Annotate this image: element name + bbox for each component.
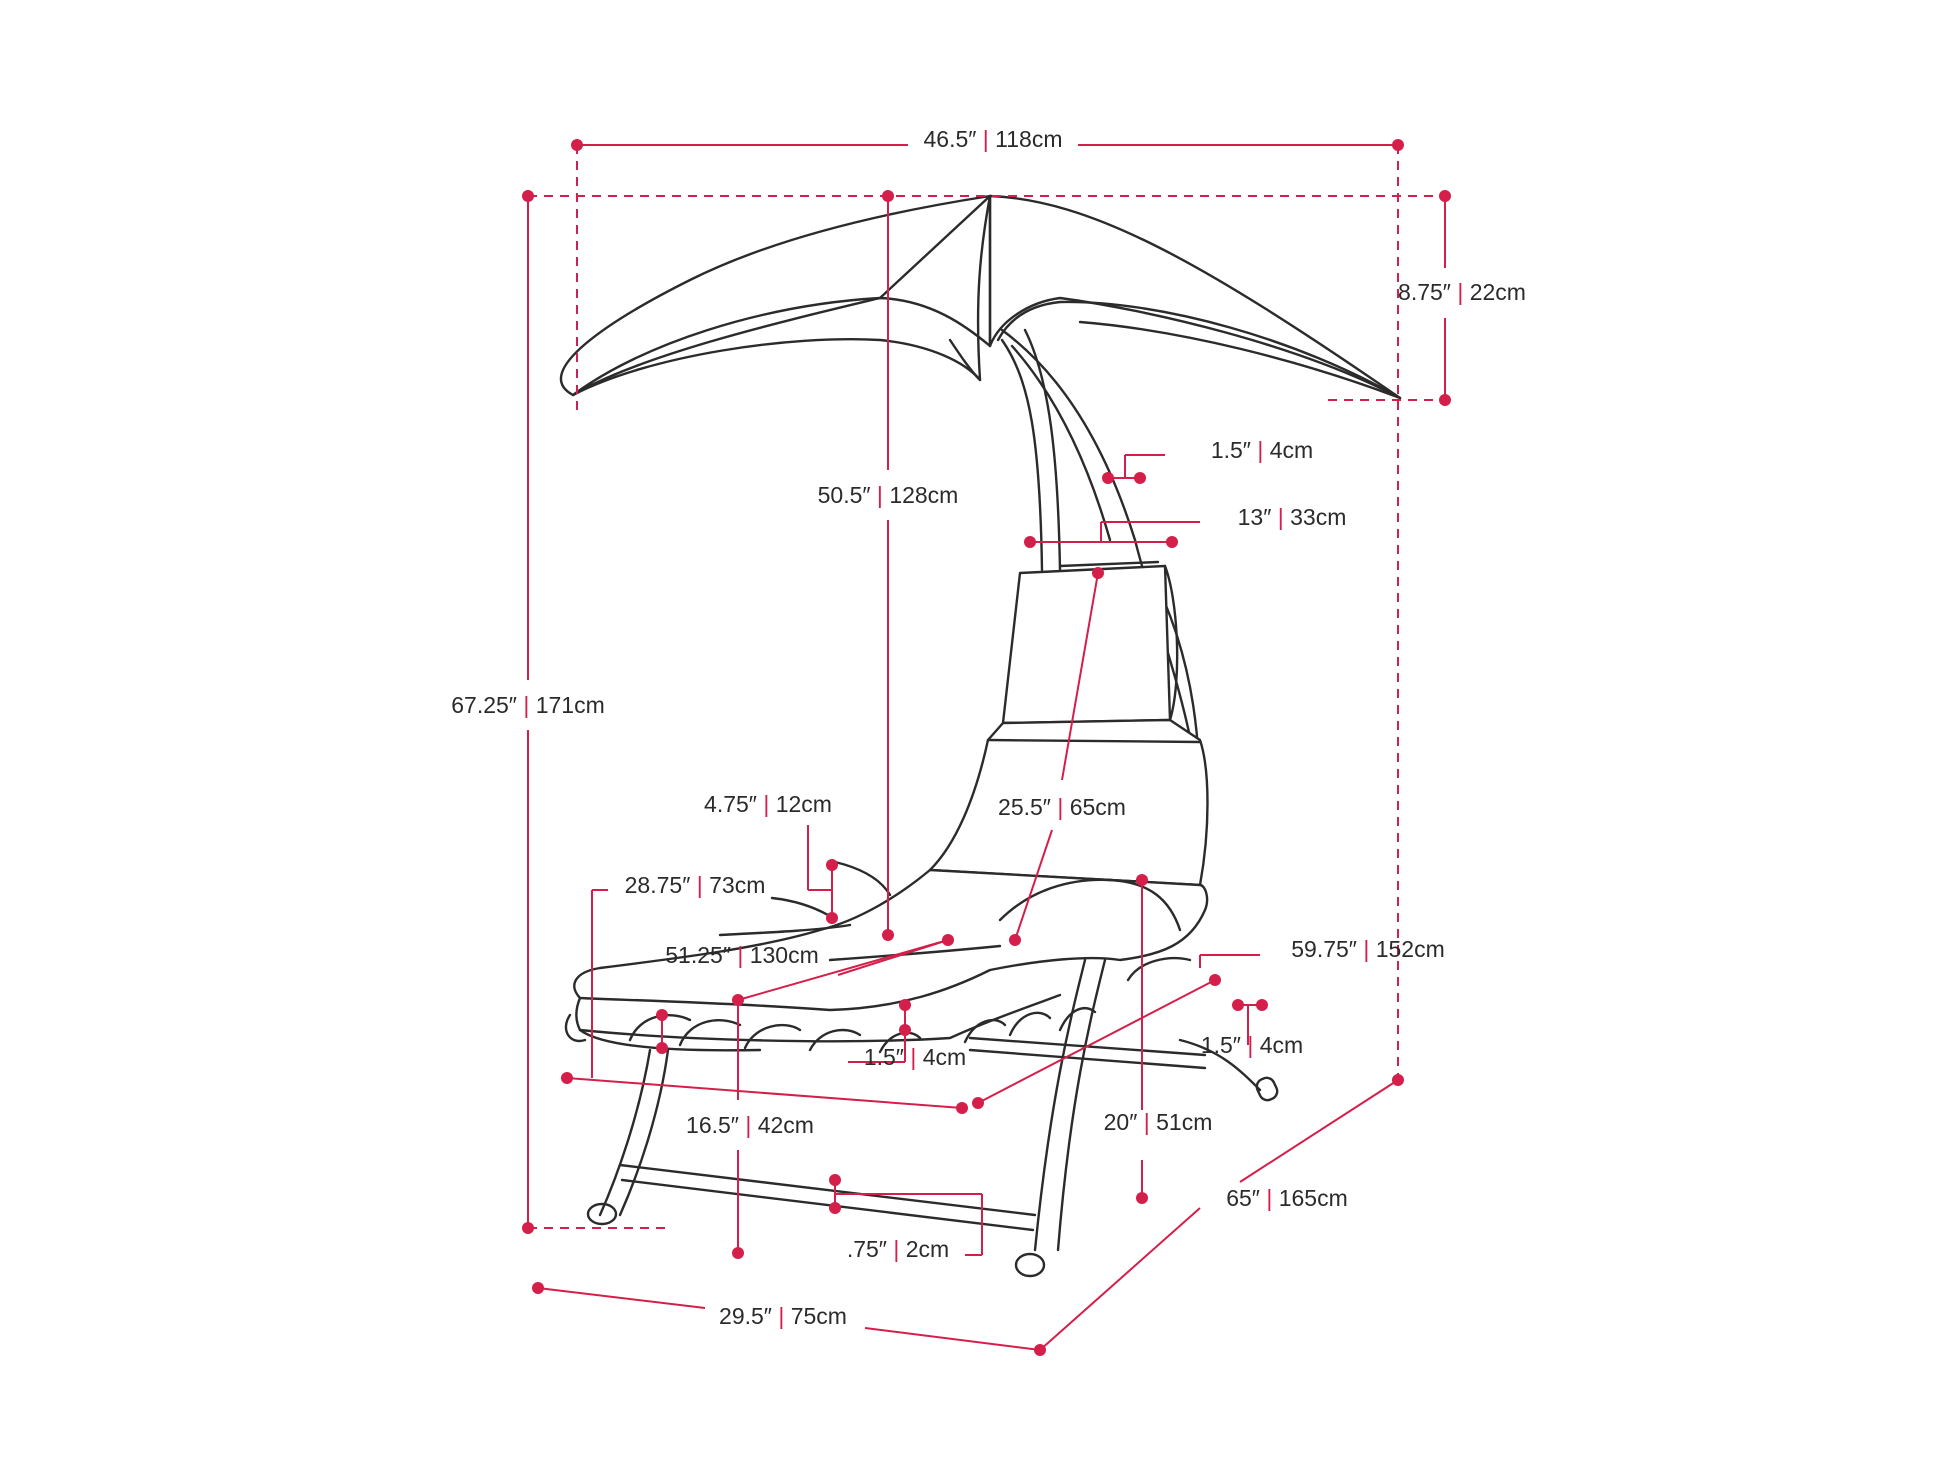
canopy-clearance-label: 50.5″ | 128cm <box>818 482 959 508</box>
cushion-thickness-label: 4.75″ | 12cm <box>704 791 832 817</box>
seat-height-label: 16.5″ | 42cm <box>686 1112 814 1138</box>
lounge-frame-illustration <box>564 860 1279 1278</box>
crossbar-tube-label: .75″ | 2cm <box>847 1236 949 1262</box>
backrest-length-label: 25.5″ | 65cm <box>998 794 1126 820</box>
arm-height-label: 20″ | 51cm <box>1104 1109 1213 1135</box>
frame-length-label: 59.75″ | 152cm <box>1291 936 1445 962</box>
seat-length-label: 51.25″ | 130cm <box>665 942 819 968</box>
canopy-illustration <box>559 194 1402 400</box>
overall-width-label: 29.5″ | 75cm <box>719 1303 847 1329</box>
canopy-drop-label: 8.75″ | 22cm <box>1398 279 1526 305</box>
dimension-lines <box>522 139 1451 1356</box>
overall-height-label: 67.25″ | 171cm <box>451 692 605 718</box>
overall-depth-label: 65″ | 165cm <box>1226 1185 1348 1211</box>
product-line-drawing <box>559 194 1402 1278</box>
slat-tube-label: 1.5″ | 4cm <box>864 1044 966 1070</box>
frame-tube-base-label: 1.5″ | 4cm <box>1201 1032 1303 1058</box>
dimension-labels: 46.5″ | 118cm 8.75″ | 22cm 1.5″ | 4cm 13… <box>451 126 1526 1329</box>
headrest-pillow-illustration <box>1001 560 1179 725</box>
arch-span-label: 13″ | 33cm <box>1238 504 1347 530</box>
canopy-width-label: 46.5″ | 118cm <box>923 126 1062 152</box>
seat-width-label: 28.75″ | 73cm <box>625 872 766 898</box>
frame-tube-upper-label: 1.5″ | 4cm <box>1211 437 1313 463</box>
